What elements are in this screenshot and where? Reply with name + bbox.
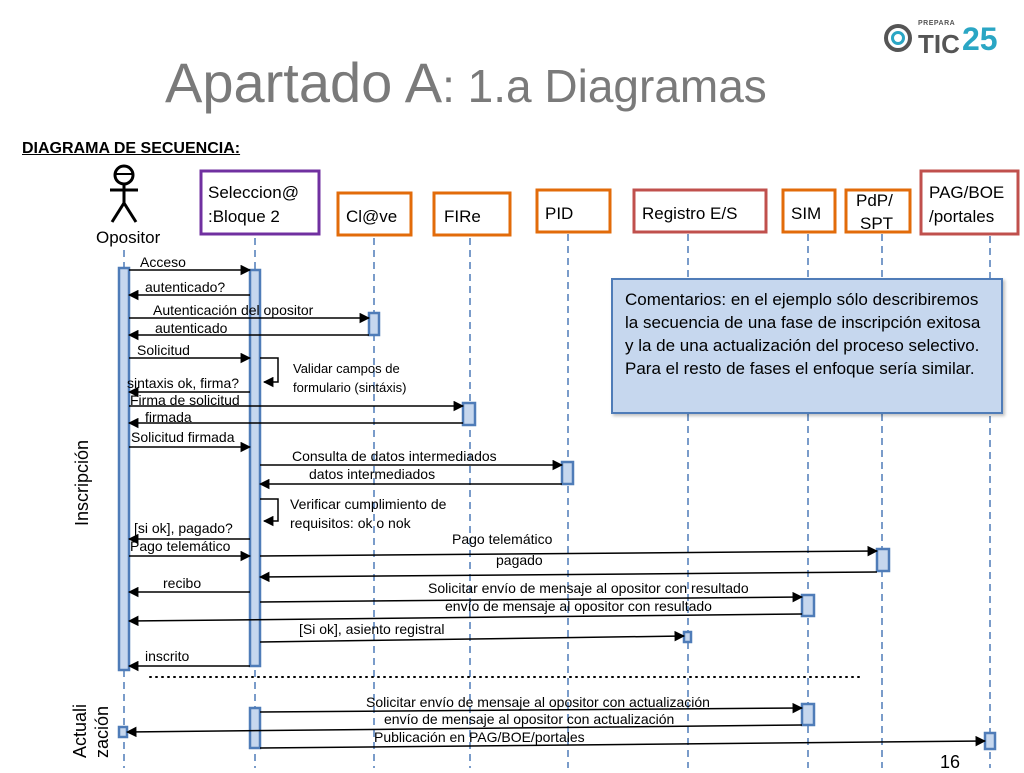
lifeline-label-pid: PID: [545, 204, 573, 223]
msg-autenticado: autenticado: [155, 320, 228, 336]
msg-autenticado-q: autenticado?: [145, 279, 225, 295]
msg-pago-1: Pago telemático: [130, 538, 231, 554]
lifeline-box-clave: Cl@ve: [336, 191, 413, 237]
lifeline-box-fire: FIRe: [432, 191, 512, 237]
arrow-publicacion: [259, 735, 987, 749]
lifeline-box-sel: Seleccion@ :Bloque 2: [199, 169, 321, 236]
arrow-asiento: [259, 630, 686, 643]
message-arrows: [125, 264, 987, 749]
message-labels: Acceso autenticado? Autenticación del op…: [127, 254, 749, 745]
activation-pid: [560, 460, 575, 486]
lifeline-box-sim: SIM: [781, 188, 837, 234]
arrow-solicitar-envio: [259, 591, 804, 603]
msg-publicacion: Publicación en PAG/BOE/portales: [374, 729, 585, 745]
lifeline-label-sel-2: :Bloque 2: [208, 207, 280, 226]
title-rest: : 1.a Diagramas: [442, 60, 767, 112]
lifeline-label-pdp-1: PdP/: [856, 191, 893, 210]
prepara-tic-logo: PREPARA TIC 25: [880, 18, 1010, 62]
actor-label: Opositor: [96, 228, 161, 247]
logo-circle-icon: [884, 24, 912, 52]
self-call-validar: [260, 357, 279, 388]
arrow-envio: [127, 613, 803, 627]
logo-tic-text: TIC: [918, 29, 960, 59]
page-title: Apartado A: 1.a Diagramas: [165, 50, 767, 115]
activation-bars: [117, 266, 997, 751]
lifeline-box-pid: PID: [535, 188, 612, 234]
msg-firmada: firmada: [145, 409, 192, 425]
note-validar-1: Validar campos de: [293, 361, 400, 376]
page-number: 16: [940, 752, 961, 772]
activation-sel-actualizacion: [248, 706, 262, 750]
msg-sintaxis: sintaxis ok, firma?: [127, 375, 239, 391]
lifeline-label-pdp-2: SPT: [860, 214, 893, 233]
activation-fire: [461, 401, 477, 427]
lifeline-label-boe-1: PAG/BOE: [929, 183, 1004, 202]
lifeline-label-sel-1: Seleccion@: [208, 183, 299, 202]
self-call-verificar: [260, 498, 279, 527]
arrow-envio-act: [125, 724, 803, 738]
msg-acceso: Acceso: [140, 254, 186, 270]
msg-pagado: pagado: [496, 552, 543, 568]
activation-boe: [983, 731, 997, 751]
activation-sim-inscripcion: [800, 593, 816, 618]
logo-inner-circle-icon: [891, 31, 905, 45]
diagram-subtitle: DIAGRAMA DE SECUENCIA:: [22, 140, 241, 157]
msg-solicitar-act: Solicitar envío de mensaje al opositor c…: [366, 694, 710, 710]
note-validar-2: formulario (sintáxis): [293, 380, 406, 395]
arrow-pago-2: [259, 545, 879, 557]
msg-pago-2: Pago telemático: [452, 531, 553, 547]
opositor-actor-icon: [110, 164, 138, 223]
lifeline-label-clave: Cl@ve: [346, 207, 397, 226]
msg-envio: envío de mensaje al opositor con resulta…: [445, 598, 712, 614]
activation-pdp: [875, 547, 891, 573]
note-verificar-1: Verificar cumplimiento de: [290, 496, 447, 512]
note-verificar-2: requisitos: ok o nok: [290, 515, 412, 531]
arrow-pagado: [258, 571, 878, 583]
lifeline-box-pdp: PdP/ SPT: [844, 188, 912, 234]
msg-solicitud-firmada: Solicitud firmada: [131, 429, 235, 445]
phase-label-actualizacion-2: zación: [92, 706, 112, 758]
msg-firma: Firma de solicitud: [130, 392, 240, 408]
title-main: Apartado A: [165, 51, 443, 114]
activation-sel-inscripcion: [248, 268, 262, 668]
msg-consulta: Consulta de datos intermediados: [292, 448, 497, 464]
msg-inscrito: inscrito: [145, 648, 190, 664]
lifeline-label-reg: Registro E/S: [642, 204, 737, 223]
activation-sim-actualizacion: [800, 702, 816, 727]
msg-solicitar-envio: Solicitar envío de mensaje al opositor c…: [428, 580, 749, 596]
msg-datos: datos intermediados: [309, 466, 435, 482]
lifeline-label-boe-2: /portales: [929, 207, 994, 226]
lifeline-box-boe: PAG/BOE /portales: [919, 169, 1020, 236]
logo-number-text: 25: [962, 21, 998, 57]
phase-label-inscripcion: Inscripción: [72, 440, 92, 526]
msg-autenticacion: Autenticación del opositor: [153, 302, 314, 318]
comment-box: Comentarios: en el ejemplo sólo describi…: [611, 278, 1003, 414]
msg-recibo: recibo: [163, 575, 201, 591]
msg-pagado-q: [si ok], pagado?: [134, 520, 233, 536]
arrow-solicitar-act: [259, 702, 804, 714]
lifeline-label-sim: SIM: [791, 204, 821, 223]
logo-prepara-text: PREPARA: [918, 20, 956, 27]
lifeline-box-reg: Registro E/S: [632, 188, 768, 234]
lifeline-label-fire: FIRe: [444, 207, 481, 226]
phase-label-actualizacion-1: Actuali: [70, 704, 90, 758]
activation-opositor-actualizacion: [117, 725, 129, 739]
activation-opositor-inscripcion: [117, 266, 131, 672]
msg-asiento: [Si ok], asiento registral: [299, 621, 445, 637]
msg-envio-act: envío de mensaje al opositor con actuali…: [384, 711, 674, 727]
msg-solicitud: Solicitud: [137, 342, 190, 358]
activation-clave: [367, 311, 381, 337]
activation-reg: [682, 630, 693, 644]
